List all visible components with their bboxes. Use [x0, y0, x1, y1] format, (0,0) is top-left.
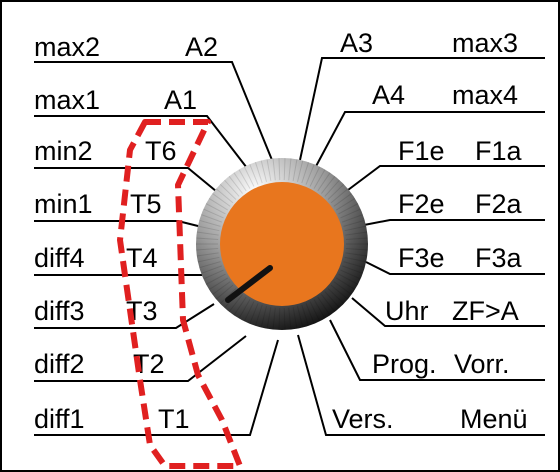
leader-line: [299, 57, 545, 161]
label-diff2: diff2: [34, 349, 85, 379]
label-T5: T5: [130, 189, 162, 219]
label-Menue: Menü: [460, 404, 528, 434]
label-Vers: Vers.: [332, 404, 394, 434]
label-max4: max4: [452, 80, 518, 110]
label-max2: max2: [34, 32, 100, 62]
label-F1e: F1e: [398, 136, 445, 166]
label-A1: A1: [164, 85, 197, 115]
leader-lines: [34, 57, 545, 436]
label-A4: A4: [372, 80, 405, 110]
knob-body[interactable]: [220, 182, 344, 306]
leader-line: [34, 335, 247, 382]
label-F1a: F1a: [475, 136, 523, 166]
label-F3e: F3e: [398, 243, 445, 273]
label-F3a: F3a: [475, 243, 523, 273]
label-Prog: Prog.: [372, 349, 437, 379]
leader-line: [34, 115, 248, 169]
leader-line: [313, 111, 545, 171]
leader-line: [297, 334, 545, 436]
leader-line: [351, 297, 545, 327]
right-label-column: A3 max3 A4 max4 F1e F1a F2e F2a F3e F3a …: [332, 28, 528, 434]
label-max3: max3: [452, 28, 518, 58]
label-ZF-A: ZF>A: [452, 296, 519, 326]
label-Vorr: Vorr.: [454, 349, 510, 379]
label-Uhr: Uhr: [385, 296, 429, 326]
leader-line: [34, 339, 279, 436]
knob-pointer: [225, 265, 273, 303]
leader-line: [329, 319, 545, 381]
left-label-column: max2 A2 max1 A1 min2 T6 min1 T5 diff4 T4…: [34, 32, 218, 434]
label-A2: A2: [185, 32, 218, 62]
label-diff4: diff4: [34, 243, 85, 273]
label-min1: min1: [34, 189, 93, 219]
label-diff1: diff1: [34, 404, 85, 434]
label-T4: T4: [126, 243, 158, 273]
label-F2a: F2a: [475, 189, 523, 219]
knob-bezel-ticks: [196, 158, 368, 330]
label-T6: T6: [145, 136, 177, 166]
leader-line: [365, 261, 545, 275]
label-A3: A3: [340, 28, 373, 58]
leader-line: [34, 167, 223, 197]
label-F2e: F2e: [398, 189, 445, 219]
highlight-dashed-outline: [117, 119, 243, 469]
leader-line: [363, 219, 545, 226]
label-min2: min2: [34, 136, 93, 166]
leader-line: [347, 165, 545, 191]
label-T1: T1: [158, 404, 190, 434]
label-max1: max1: [34, 85, 100, 115]
label-diff3: diff3: [34, 296, 85, 326]
leader-line: [34, 61, 273, 161]
leader-line: [34, 303, 215, 329]
